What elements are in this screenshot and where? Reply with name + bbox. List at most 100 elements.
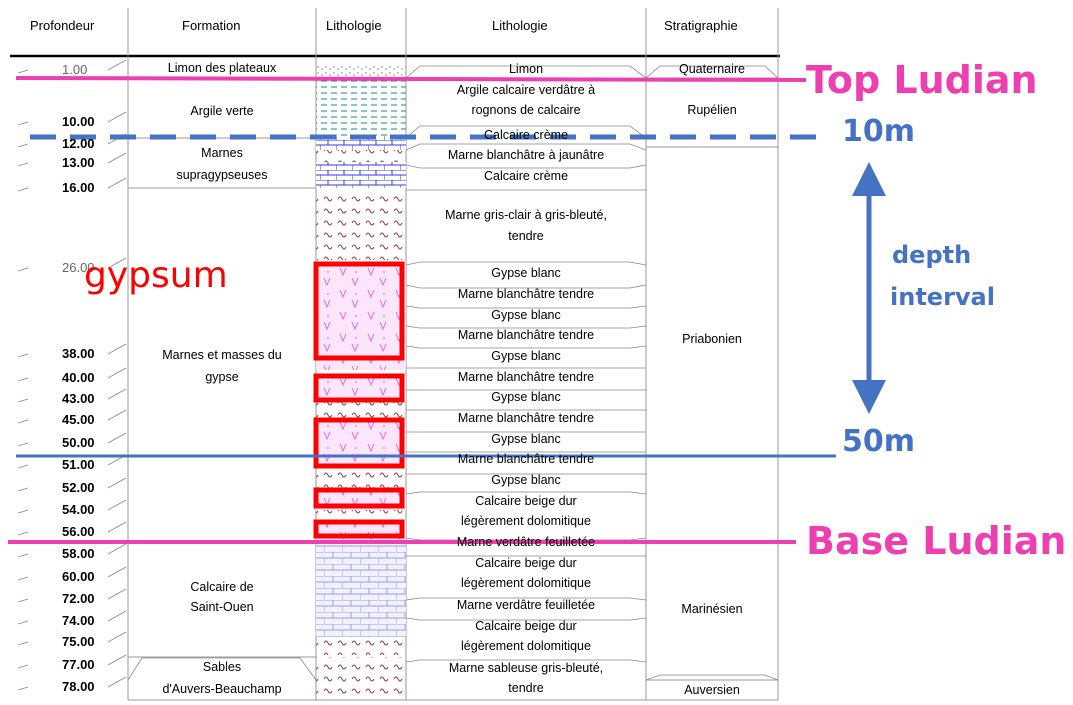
lithology-description: Gypse blanc xyxy=(491,390,561,404)
lithology-description: Marne blanchâtre tendre xyxy=(457,287,595,301)
lithology-column xyxy=(316,66,406,699)
header-lithologie-column: Lithologie xyxy=(326,18,382,33)
lithology-description: rognons de calcaire xyxy=(471,103,581,117)
depth-label: 74.00 xyxy=(62,613,95,628)
gypsum-label: gypsum xyxy=(84,255,228,296)
lithology-description: Limon xyxy=(508,62,544,76)
litho-marne-gris xyxy=(316,190,406,260)
strat-rupelien: Rupélien xyxy=(687,103,737,117)
formation-st-ouen-line2: Saint-Ouen xyxy=(190,600,254,614)
depth-label: 58.00 xyxy=(62,546,95,561)
gypsum-box-4 xyxy=(313,487,405,509)
litho-gypse-3 xyxy=(316,418,406,468)
lithology-description: Gypse blanc xyxy=(491,349,561,363)
formation-marnes-supra-line1: Marnes xyxy=(201,146,243,160)
lithology-description: Calcaire crème xyxy=(483,169,569,183)
depth-label: 77.00 xyxy=(62,657,95,672)
litho-calcaire-st-ouen xyxy=(316,545,406,637)
litho-marne-1 xyxy=(316,150,406,162)
depth-label: 43.00 xyxy=(62,391,95,406)
lithology-description: légèrement dolomitique xyxy=(461,514,591,528)
lithology-description: Marne blanchâtre tendre xyxy=(457,328,595,342)
formation-sables-line2: d'Auvers-Beauchamp xyxy=(162,682,282,696)
header-profondeur: Profondeur xyxy=(30,18,95,33)
lithology-description: Calcaire beige dur xyxy=(475,556,577,570)
lithology-description: Argile calcaire verdâtre à xyxy=(456,83,596,97)
formation-sables-line1: Sables xyxy=(202,660,242,674)
lithology-description: Calcaire crème xyxy=(483,128,569,142)
lithology-description: Marne verdâtre feuilletée xyxy=(456,535,596,549)
strat-priabonien: Priabonien xyxy=(682,332,742,346)
depth-interval-arrow xyxy=(852,162,886,414)
description-separators xyxy=(127,65,779,681)
lithology-description: Marne sableuse gris-bleuté, xyxy=(448,661,604,675)
gypsum-box-1 xyxy=(313,261,405,361)
header-formation: Formation xyxy=(182,18,241,33)
strat-quaternaire: Quaternaire xyxy=(678,62,746,76)
depth-ticks xyxy=(17,59,127,691)
litho-marne-4 xyxy=(316,468,406,488)
lithology-description: tendre xyxy=(508,229,544,243)
depth-label: 78.00 xyxy=(62,679,95,694)
depth-label: 52.00 xyxy=(62,480,95,495)
lithology-description: légèrement dolomitique xyxy=(461,639,591,653)
depth-label: 72.00 xyxy=(62,591,95,606)
litho-limon xyxy=(316,66,406,78)
formation-marnes-supra-line2: supragypseuses xyxy=(176,168,268,182)
depth-label: 60.00 xyxy=(62,569,95,584)
lithology-description: Gypse blanc xyxy=(491,308,561,322)
gypsum-highlight-boxes xyxy=(313,261,405,539)
depth-label: 50.00 xyxy=(62,435,95,450)
litho-calcaire-2 xyxy=(316,162,406,188)
depth-interval-label-line1: depth xyxy=(892,241,972,269)
litho-calcaire-1 xyxy=(316,136,406,150)
header-lithologie-description: Lithologie xyxy=(492,18,548,33)
depth-interval-label-line2: interval xyxy=(890,283,995,311)
depth-label: 1.00 xyxy=(62,62,88,77)
formation-masses-line1: Marnes et masses du xyxy=(162,348,282,362)
depth-label: 16.00 xyxy=(62,180,95,195)
depth-label: 26.00 xyxy=(62,260,95,275)
lithology-description: légèrement dolomitique xyxy=(461,576,591,590)
litho-marne-2 xyxy=(316,370,406,376)
strat-auversien: Auversien xyxy=(684,683,740,697)
depth-label: 38.00 xyxy=(62,346,95,361)
gypsum-box-3 xyxy=(313,417,405,469)
lithology-description: Marne blanchâtre tendre xyxy=(457,411,595,425)
lithology-description: Calcaire beige dur xyxy=(475,619,577,633)
formation-st-ouen-line1: Calcaire de xyxy=(190,580,254,594)
lithology-description: tendre xyxy=(508,681,544,695)
formation-limon: Limon des plateaux xyxy=(167,61,277,75)
lithology-description: Marne blanchâtre à jaunâtre xyxy=(447,148,605,162)
base-ludian-label: Base Ludian xyxy=(806,519,1067,563)
litho-marne-3 xyxy=(316,402,406,418)
depth-label: 75.00 xyxy=(62,634,95,649)
depth-label: 56.00 xyxy=(62,524,95,539)
top-ludian-line xyxy=(15,76,807,82)
top-ludian-label: Top Ludian xyxy=(806,58,1038,102)
litho-marne-5 xyxy=(316,510,406,520)
header-stratigraphie: Stratigraphie xyxy=(664,18,738,33)
depth-label: 13.00 xyxy=(62,155,95,170)
depth-label: 45.00 xyxy=(62,412,95,427)
strat-marinesien: Marinésien xyxy=(681,602,743,616)
depth-label: 54.00 xyxy=(62,502,95,517)
litho-gypse-1 xyxy=(316,262,406,370)
lithology-description: Gypse blanc xyxy=(491,473,561,487)
litho-argile-verte xyxy=(316,80,406,136)
lithology-description: Calcaire beige dur xyxy=(475,494,577,508)
gypsum-box-2 xyxy=(313,373,405,403)
fifty-m-label: 50m xyxy=(842,424,916,459)
depth-label: 12.00 xyxy=(62,136,95,151)
depth-label: 10.00 xyxy=(62,114,95,129)
ten-m-label: 10m xyxy=(842,114,916,149)
lithology-description: Marne verdâtre feuilletée xyxy=(456,598,596,612)
lithology-description: Gypse blanc xyxy=(491,432,561,446)
litho-marne-6 xyxy=(316,637,406,655)
depth-label: 51.00 xyxy=(62,457,95,472)
lithology-description: Marne blanchâtre tendre xyxy=(457,452,595,466)
litho-sables xyxy=(316,657,406,699)
depth-label: 40.00 xyxy=(62,370,95,385)
formation-masses-line2: gypse xyxy=(205,370,239,384)
